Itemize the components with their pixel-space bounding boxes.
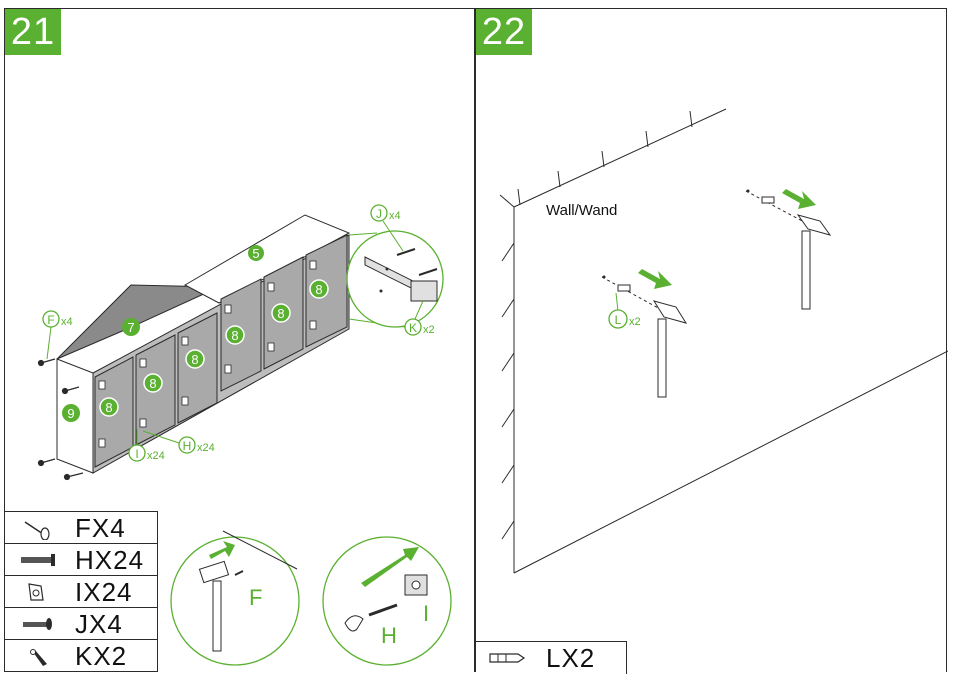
wall-plug-icon bbox=[617, 284, 631, 292]
hammer-upper bbox=[745, 189, 832, 310]
svg-text:J: J bbox=[376, 207, 382, 221]
panel-label-8 bbox=[143, 373, 163, 393]
top-panel-5 bbox=[183, 214, 351, 304]
wall-mount-illustration: Wall/Wand L x2 bbox=[499, 108, 948, 574]
nail-icon bbox=[24, 521, 50, 540]
step-number-badge: 21 bbox=[5, 9, 61, 55]
panel-label-7: 7 bbox=[122, 318, 140, 336]
svg-text:8: 8 bbox=[191, 352, 198, 367]
screw-icon bbox=[21, 554, 55, 566]
panel-label-8 bbox=[99, 397, 119, 417]
svg-text:x24: x24 bbox=[147, 450, 165, 462]
callout-l: L x2 bbox=[608, 292, 641, 329]
screw-icon bbox=[368, 603, 398, 617]
callout-i: I x24 bbox=[128, 429, 165, 462]
screw-icon bbox=[23, 618, 52, 630]
bracket-detail bbox=[346, 230, 444, 328]
bracket-icon bbox=[30, 649, 47, 666]
svg-text:x2: x2 bbox=[629, 316, 641, 328]
svg-text:5: 5 bbox=[252, 246, 259, 261]
panel-label-8 bbox=[309, 279, 329, 299]
svg-text:7: 7 bbox=[127, 320, 134, 335]
svg-text:I: I bbox=[423, 601, 429, 626]
connector-icon bbox=[28, 583, 44, 601]
callout-h: H x24 bbox=[142, 430, 215, 454]
step-number-badge: 22 bbox=[476, 9, 532, 55]
step-22-panel: 22 Wall/Wand bbox=[475, 8, 948, 674]
hammer-lower bbox=[601, 269, 688, 398]
part-row-f: FX4 bbox=[5, 512, 157, 544]
cabinet-assembly-illustration: 5 7 9 8 8 8 8 8 8 bbox=[37, 204, 444, 481]
svg-text:I: I bbox=[135, 447, 138, 461]
svg-text:K: K bbox=[409, 321, 417, 335]
panel-label-5: 5 bbox=[248, 245, 264, 261]
callout-f: F x4 bbox=[42, 310, 73, 360]
nail-group-f bbox=[37, 358, 84, 481]
callout-j: J x4 bbox=[370, 204, 404, 252]
svg-text:F: F bbox=[249, 585, 262, 610]
svg-text:x2: x2 bbox=[423, 324, 435, 336]
panel-label-8 bbox=[185, 349, 205, 369]
svg-text:x4: x4 bbox=[389, 210, 401, 222]
wall-plug-icon bbox=[489, 653, 526, 663]
part-row-k: KX2 bbox=[5, 640, 157, 672]
svg-text:L: L bbox=[615, 313, 622, 327]
svg-text:x24: x24 bbox=[197, 442, 215, 454]
step-21-panel: 21 5 bbox=[4, 8, 475, 672]
detail-h-i: H I bbox=[322, 536, 452, 666]
svg-text:F: F bbox=[47, 313, 54, 327]
part-row-h: HX24 bbox=[5, 544, 157, 576]
screwdriver-icon bbox=[344, 615, 364, 632]
connector-icon bbox=[404, 574, 428, 596]
svg-text:x4: x4 bbox=[61, 316, 73, 328]
svg-text:8: 8 bbox=[105, 400, 112, 415]
panel-label-8 bbox=[271, 303, 291, 323]
hammer-icon bbox=[796, 214, 832, 236]
hammer-icon bbox=[198, 560, 230, 584]
svg-text:8: 8 bbox=[231, 328, 238, 343]
wall-label: Wall/Wand bbox=[546, 202, 617, 219]
svg-text:8: 8 bbox=[149, 376, 156, 391]
callout-k: K x2 bbox=[404, 300, 435, 336]
svg-text:H: H bbox=[381, 623, 397, 648]
svg-text:H: H bbox=[183, 439, 192, 453]
wall bbox=[499, 108, 948, 574]
part-row-i: IX24 bbox=[5, 576, 157, 608]
wall-plug-icon bbox=[761, 196, 775, 204]
svg-text:8: 8 bbox=[315, 282, 322, 297]
hardware-parts-table: FX4 HX24 IX24 JX4 bbox=[5, 511, 158, 672]
svg-text:8: 8 bbox=[277, 306, 284, 321]
svg-text:9: 9 bbox=[67, 406, 74, 421]
hammer-icon bbox=[652, 300, 688, 324]
panel-label-8 bbox=[225, 325, 245, 345]
detail-f: F bbox=[170, 530, 300, 666]
part-row-j: JX4 bbox=[5, 608, 157, 640]
part-row-l: LX2 bbox=[476, 641, 627, 674]
nail-icon bbox=[234, 570, 244, 576]
panel-label-9: 9 bbox=[62, 404, 80, 422]
